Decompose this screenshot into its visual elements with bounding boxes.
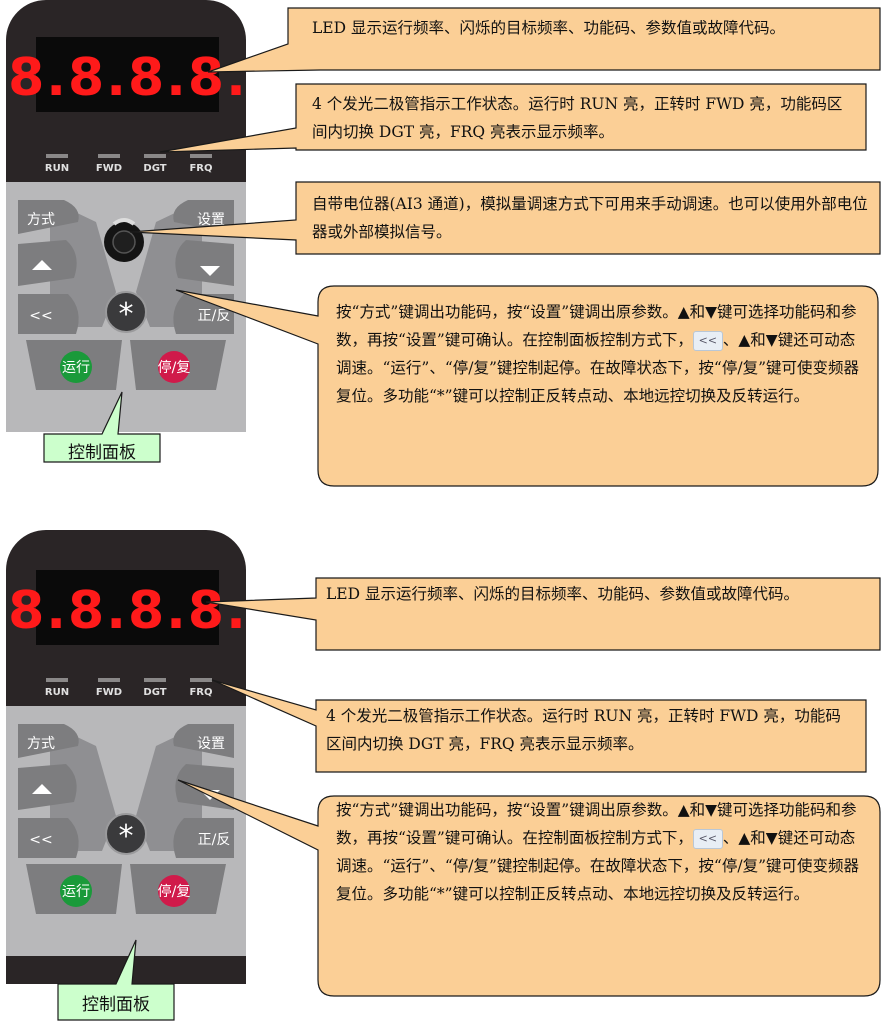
svg-text:运行: 运行 [62, 360, 90, 376]
callout-keys-text-2: 按“方式”键调出功能码，按“设置”键调出原参数。▲和▼键可选择功能码和参数，再按… [336, 801, 859, 903]
led-run-indicator [46, 154, 68, 158]
led-label-run: RUN [44, 163, 70, 174]
shift-button[interactable]: << [18, 818, 79, 858]
control-panel-label-1: 控制面板 [68, 443, 136, 463]
stop-reset-button[interactable]: 停/复 [130, 864, 226, 914]
callout-display-text-2: LED 显示运行频率、闪烁的目标频率、功能码、参数值或故障代码。 [326, 585, 799, 603]
led-label-frq: FRQ [189, 687, 213, 698]
callout-keys-text-1: 按“方式”键调出功能码，按“设置”键调出原参数。▲和▼键可选择功能码和参数，再按… [336, 303, 859, 405]
run-button[interactable]: 运行 [26, 340, 122, 390]
callout-leds-shape [159, 83, 867, 153]
mode-button[interactable]: 方式 [18, 200, 79, 234]
led-label-dgt: DGT [143, 163, 167, 174]
led-display-2: 8.8.8.8. [8, 570, 246, 645]
callout-display-shape [207, 7, 881, 73]
led-frq-indicator [190, 678, 212, 682]
shift-button[interactable]: << [18, 294, 79, 334]
led-label-fwd: FWD [95, 163, 123, 174]
svg-text:*: * [119, 819, 134, 854]
control-panel-1: 8.8.8.8. RUN FWD DGT FRQ 方式 设置 [6, 0, 246, 432]
svg-text:停/复: 停/复 [158, 883, 191, 900]
callout-leds-text-1: 4 个发光二极管指示工作状态。运行时 RUN 亮，正转时 FWD 亮，功能码区间… [312, 95, 843, 141]
led-label-fwd: FWD [95, 687, 123, 698]
shift-key-inline-icon: << [692, 331, 723, 351]
led-label-dgt: DGT [143, 687, 167, 698]
mode-button[interactable]: 方式 [18, 724, 79, 758]
set-button[interactable]: 设置 [173, 724, 234, 758]
callout-leds-shape [211, 679, 867, 773]
led-fwd-indicator [98, 678, 120, 682]
svg-text:方式: 方式 [27, 212, 55, 228]
label-control-panel-shape-1 [43, 391, 161, 463]
svg-text:停/复: 停/复 [158, 359, 191, 376]
svg-text:<<: << [29, 308, 52, 324]
led-fwd-indicator [98, 154, 120, 158]
keypad-2: 方式 设置 << * 正/反 运行 [6, 706, 246, 956]
run-button[interactable]: 运行 [26, 864, 122, 914]
callout-leds-text-2: 4 个发光二极管指示工作状态。运行时 RUN 亮，正转时 FWD 亮，功能码区间… [326, 707, 841, 753]
display-digits: 8.8.8.8. [8, 581, 248, 641]
label-control-panel-shape-2 [57, 939, 175, 1021]
callout-pot-shape [129, 181, 881, 255]
svg-text:设置: 设置 [197, 212, 225, 228]
svg-text:方式: 方式 [27, 736, 55, 752]
up-button[interactable] [18, 240, 77, 286]
multi-function-button[interactable]: * [105, 291, 147, 333]
multi-function-button[interactable]: * [105, 813, 147, 855]
up-button[interactable] [18, 764, 77, 810]
callout-display-text-1: LED 显示运行频率、闪烁的目标频率、功能码、参数值或故障代码。 [312, 19, 785, 37]
svg-text:<<: << [29, 832, 52, 848]
shift-key-inline-icon: << [692, 829, 723, 849]
svg-text:设置: 设置 [197, 736, 225, 752]
callout-pot-text-1: 自带电位器(AI3 通道)，模拟量调速方式下可用来手动调速。也可以使用外部电位器… [312, 195, 868, 241]
control-panel-label-2: 控制面板 [82, 995, 150, 1015]
svg-text:正/反: 正/反 [198, 832, 231, 848]
control-panel-2: 8.8.8.8. RUN FWD DGT FRQ 方式 设置 << [6, 530, 246, 984]
stop-reset-button[interactable]: 停/复 [130, 340, 226, 390]
callout-graphics-1 [43, 7, 881, 487]
svg-text:运行: 运行 [62, 884, 90, 900]
svg-text:*: * [119, 297, 134, 332]
callout-display-shape [205, 577, 881, 651]
display-digits: 8.8.8.8. [8, 48, 248, 108]
led-frq-indicator [190, 154, 212, 158]
led-display-1: 8.8.8.8. [8, 37, 246, 112]
led-run-indicator [46, 678, 68, 682]
led-label-run: RUN [44, 687, 70, 698]
svg-text:正/反: 正/反 [198, 308, 231, 324]
led-label-frq: FRQ [189, 163, 213, 174]
keypad-1: 方式 设置 << * 正/反 [6, 182, 246, 432]
fwd-rev-button[interactable]: 正/反 [173, 818, 234, 858]
led-dgt-indicator [144, 678, 166, 682]
down-button[interactable] [175, 240, 234, 286]
led-dgt-indicator [144, 154, 166, 158]
